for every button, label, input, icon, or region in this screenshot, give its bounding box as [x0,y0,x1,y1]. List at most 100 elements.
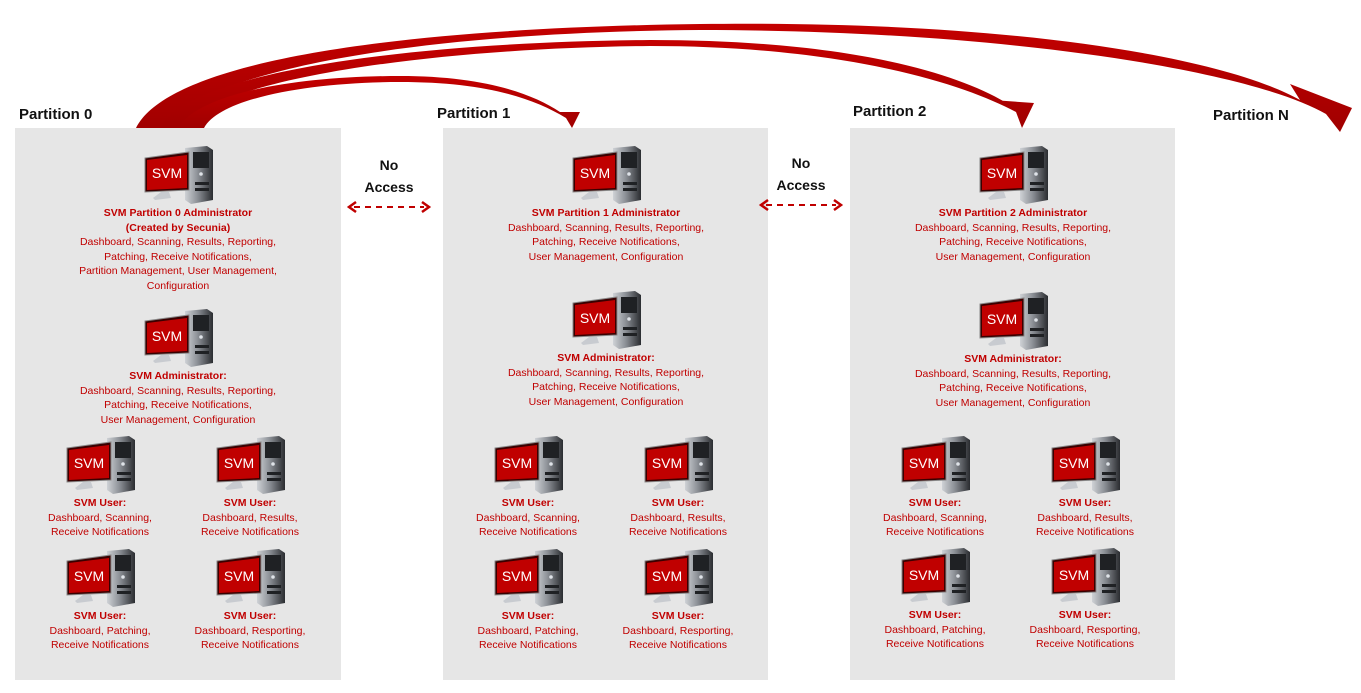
svm-computer-icon: SVM [901,436,970,494]
svm-computer-icon: SVM [572,146,641,204]
role-title: SVM Partition 1 Administrator [531,207,681,219]
svm-screen-label: SVM [152,165,182,181]
role-title: SVM User: [651,497,705,509]
svm-screen-label: SVM [987,311,1017,327]
svm-screen-label: SVM [652,455,682,471]
partition-2-user-node: SVM SVM User:Dashboard, Results,Receive … [1010,436,1160,540]
role-title: SVM Partition 2 Administrator [938,207,1088,219]
role-title: SVM User: [1058,497,1112,509]
permission-line: Configuration [146,279,210,292]
role-title: SVM User: [501,610,555,622]
svm-screen-label: SVM [909,455,939,471]
role-title: SVM Partition 0 Administrator [103,207,253,219]
permission-line: User Management, Configuration [935,250,1091,263]
partition-0-user-node: SVM SVM User:Dashboard, Resporting,Recei… [175,549,325,653]
permission-line: Dashboard, Resporting, [194,624,306,637]
svm-screen-label: SVM [1059,567,1089,583]
svm-screen-label: SVM [1059,455,1089,471]
permission-line: Receive Notifications [50,639,150,652]
svm-computer-icon: SVM [572,291,641,349]
partition-2-svm-admin-node: SVM SVM Administrator: Dashboard, Scannin… [850,292,1176,410]
svm-computer-icon: SVM [494,549,563,607]
role-title: SVM User: [1058,609,1112,621]
arrow-to-partition-n [136,23,1352,133]
svm-computer-icon: SVM [216,436,285,494]
permission-line: Receive Notifications [885,638,985,651]
partition-0-svm-admin-node: SVM SVM Administrator:Dashboard, Scannin… [15,309,341,427]
svm-computer-icon: SVM [1051,548,1120,606]
permission-line: Receive Notifications [628,526,728,539]
permission-line: Dashboard, Scanning, Results, Reporting, [914,221,1112,234]
partition-0-admin-node: SVM SVM Partition 0 Administrator (Create… [15,146,341,294]
permission-line: Patching, Receive Notifications, [939,382,1087,395]
partition-0-user-node: SVM SVM User:Dashboard, Results,Receive … [175,436,325,540]
svm-computer-icon: SVM [66,436,135,494]
no-access-indicator-1-2: No Access [756,152,846,212]
no-access-label-line2: Access [776,177,826,193]
role-title: SVM User: [73,610,127,622]
permission-line: Dashboard, Scanning, Results, Reporting, [914,367,1112,380]
svm-screen-label: SVM [580,165,610,181]
svm-screen-label: SVM [74,568,104,584]
svm-screen-label: SVM [74,455,104,471]
no-access-label-line1: No [379,157,399,173]
partition-2-user-node: SVM SVM User:Dashboard, Scanning,Receive… [860,436,1010,540]
permission-line: Dashboard, Results, [202,511,298,524]
role-title: SVM User: [908,497,962,509]
permission-line: Dashboard, Scanning, [48,511,152,524]
svm-computer-icon: SVM [901,548,970,606]
partition-1-user-node: SVM SVM User:Dashboard, Results,Receive … [603,436,753,540]
svm-computer-icon: SVM [66,549,135,607]
permission-line: Patching, Receive Notifications, [104,399,252,412]
permission-line: Dashboard, Patching, [49,624,151,637]
permission-line: Receive Notifications [200,526,300,539]
permission-line: Partition Management, User Management, [79,265,277,278]
partition-1-title: Partition 1 [437,105,511,122]
svm-computer-icon: SVM [216,549,285,607]
permission-line: Receive Notifications [478,526,578,539]
permission-line: Receive Notifications [50,526,150,539]
partition-0-user-node: SVM SVM User: Dashboard, Patching, Receive… [25,549,175,653]
partition-n-title: Partition N [1213,107,1289,124]
role-title: SVM User: [501,497,555,509]
svm-computer-icon: SVM [644,549,713,607]
partition-2-user-node: SVM SVM User:Dashboard, Resporting,Recei… [1010,548,1160,652]
svm-screen-label: SVM [502,568,532,584]
svm-computer-icon: SVM [979,292,1048,350]
permission-line: Patching, Receive Notifications, [104,250,252,263]
partition-2-title: Partition 2 [853,103,927,120]
partition-1-user-node: SVM SVM User:Dashboard, Patching,Receive… [453,549,603,653]
permission-line: Dashboard, Scanning, [883,511,987,524]
role-title: SVM Administrator: [129,370,227,382]
svm-computer-icon: SVM [144,309,213,367]
double-arrow-dashed-icon [346,200,432,214]
permission-line: Patching, Receive Notifications, [939,236,1087,249]
permission-line: Dashboard, Patching, [477,624,579,637]
role-title: SVM Administrator: [964,353,1062,365]
svm-screen-label: SVM [502,455,532,471]
permission-line: Dashboard, Results, [1037,511,1133,524]
permission-line: User Management, Configuration [528,395,684,408]
partition-1-svm-admin-node: SVM SVM Administrator: Dashboard, Scannin… [443,291,769,409]
svm-screen-label: SVM [224,568,254,584]
svm-screen-label: SVM [987,165,1017,181]
permission-line: Dashboard, Resporting, [622,624,734,637]
role-subtitle: (Created by Secunia) [125,221,231,234]
partition-0-user-node: SVM SVM User: Dashboard, Scanning, Receive… [25,436,175,540]
role-title: SVM Administrator: [557,352,655,364]
double-arrow-dashed-icon [758,198,844,212]
arrow-to-partition-1 [178,76,580,128]
permission-line: Dashboard, Resporting, [1029,623,1141,636]
permission-line: Dashboard, Scanning, Results, Reporting, [79,236,277,249]
permission-line: Receive Notifications [628,639,728,652]
role-title: SVM User: [73,497,127,509]
svm-computer-icon: SVM [144,146,213,204]
permission-line: Dashboard, Scanning, Results, Reporting, [507,221,705,234]
permission-line: Dashboard, Scanning, Results, Reporting, [507,366,705,379]
svm-screen-label: SVM [580,310,610,326]
role-title: SVM User: [908,609,962,621]
svm-computer-icon: SVM [494,436,563,494]
permission-line: Patching, Receive Notifications, [532,236,680,249]
svm-computer-icon: SVM [1051,436,1120,494]
